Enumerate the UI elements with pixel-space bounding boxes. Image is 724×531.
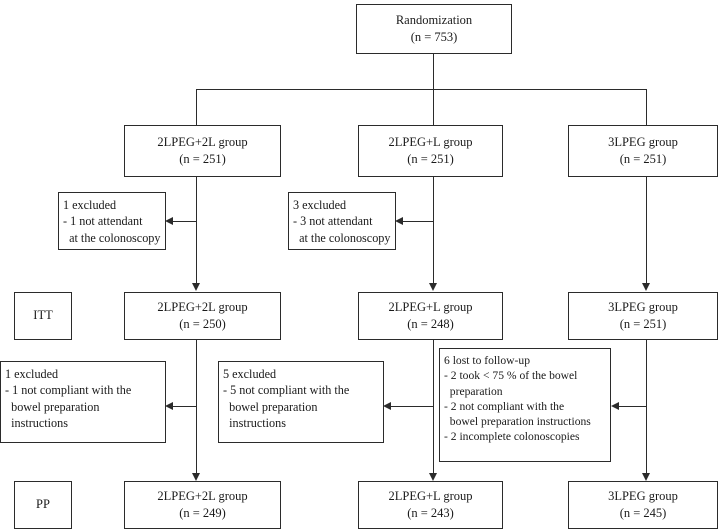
excl-alloc-2lpegl-line3: at the colonoscopy — [293, 230, 391, 245]
pp-2lpegl-line2: (n = 243) — [407, 506, 454, 520]
exclusion-box-pp-2lpegl: 5 excluded - 5 not compliant with the bo… — [218, 361, 384, 443]
connector-alloc-to-itt-middle — [433, 177, 434, 285]
excl-pp-3lpeg-line2: - 2 took < 75 % of the bowel — [444, 369, 578, 383]
arrow-left-excl-alloc-middle — [395, 216, 403, 225]
randomization-line2: (n = 753) — [410, 30, 458, 44]
pp-2lpeg2l-line2: (n = 249) — [179, 506, 226, 520]
itt-3lpeg-line1: 3LPEG group — [608, 299, 678, 314]
connector-excl-pp-middle — [390, 406, 434, 407]
allocation-3lpeg-line2: (n = 251) — [619, 152, 667, 166]
excl-pp-2lpegl-line3: bowel preparation — [223, 399, 318, 414]
row-label-pp-text: PP — [36, 497, 50, 512]
allocation-2lpegl-line1: 2LPEG+L group — [388, 134, 473, 149]
allocation-3lpeg-line1: 3LPEG group — [608, 134, 678, 149]
exclusion-box-alloc-2lpegl: 3 excluded - 3 not attendant at the colo… — [288, 192, 396, 250]
arrow-down-pp-left — [192, 473, 200, 481]
row-label-itt: ITT — [14, 292, 72, 340]
pp-3lpeg-line1: 3LPEG group — [608, 488, 678, 503]
pp-2lpeg2l-line1: 2LPEG+2L group — [157, 488, 248, 503]
excl-pp-2lpeg2l-line4: instructions — [5, 416, 68, 431]
pp-box-3lpeg: 3LPEG group (n = 245) — [568, 481, 718, 529]
excl-pp-3lpeg-line4: - 2 not compliant with the — [444, 399, 565, 413]
itt-3lpeg-line2: (n = 251) — [619, 317, 667, 331]
exclusion-box-alloc-2lpeg2l: 1 excluded - 1 not attendant at the colo… — [58, 192, 166, 250]
itt-box-3lpeg: 3LPEG group (n = 251) — [568, 292, 718, 340]
arrow-left-excl-alloc-left — [165, 216, 173, 225]
connector-excl-alloc-left — [172, 221, 197, 222]
connector-itt-to-pp-middle — [433, 340, 434, 475]
connector-drop-alloc-middle — [433, 89, 434, 125]
pp-2lpegl-line1: 2LPEG+L group — [388, 488, 473, 503]
excl-alloc-2lpegl-line2: - 3 not attendant — [293, 214, 373, 229]
pp-box-2lpegl: 2LPEG+L group (n = 243) — [358, 481, 503, 529]
allocation-2lpeg2l-line1: 2LPEG+2L group — [157, 134, 248, 149]
excl-pp-2lpeg2l-line2: - 1 not compliant with the — [5, 383, 132, 398]
excl-pp-2lpegl-line2: - 5 not compliant with the — [223, 383, 350, 398]
connector-drop-alloc-left — [196, 89, 197, 125]
connector-alloc-to-itt-right — [646, 177, 647, 285]
itt-2lpegl-line1: 2LPEG+L group — [388, 299, 473, 314]
arrow-down-pp-middle — [429, 473, 437, 481]
connector-randomization-trunk — [433, 54, 434, 89]
excl-pp-2lpeg2l-line1: 1 excluded — [5, 367, 59, 381]
excl-pp-3lpeg-line3: preparation — [444, 384, 503, 398]
allocation-2lpeg2l-line2: (n = 251) — [179, 152, 226, 166]
itt-2lpeg2l-line2: (n = 250) — [179, 317, 226, 331]
itt-2lpeg2l-line1: 2LPEG+2L group — [157, 299, 248, 314]
excl-pp-3lpeg-line5: bowel preparation instructions — [444, 415, 591, 429]
pp-3lpeg-line2: (n = 245) — [619, 506, 667, 520]
row-label-itt-text: ITT — [33, 308, 53, 323]
randomization-line1: Randomization — [395, 12, 473, 27]
excl-pp-2lpeg2l-line3: bowel preparation — [5, 399, 100, 414]
excl-pp-2lpegl-line1: 5 excluded — [223, 367, 277, 381]
exclusion-box-pp-2lpeg2l: 1 excluded - 1 not compliant with the bo… — [0, 361, 166, 443]
connector-excl-pp-right — [618, 406, 647, 407]
arrow-down-itt-middle — [429, 283, 437, 291]
connector-alloc-to-itt-left — [196, 177, 197, 285]
connector-drop-alloc-right — [646, 89, 647, 125]
excl-pp-3lpeg-line1: 6 lost to follow-up — [444, 354, 530, 367]
allocation-box-3lpeg: 3LPEG group (n = 251) — [568, 125, 718, 177]
connector-itt-to-pp-right — [646, 340, 647, 475]
excl-pp-2lpegl-line4: instructions — [223, 416, 286, 431]
arrow-left-excl-pp-left — [165, 401, 173, 410]
exclusion-box-pp-3lpeg: 6 lost to follow-up - 2 took < 75 % of t… — [439, 348, 611, 462]
pp-box-2lpeg2l: 2LPEG+2L group (n = 249) — [124, 481, 281, 529]
excl-alloc-2lpeg2l-line1: 1 excluded — [63, 198, 117, 212]
allocation-box-2lpeg2l: 2LPEG+2L group (n = 251) — [124, 125, 281, 177]
excl-alloc-2lpegl-line1: 3 excluded — [293, 198, 347, 212]
arrow-down-itt-left — [192, 283, 200, 291]
row-label-pp: PP — [14, 481, 72, 529]
arrow-left-excl-pp-right — [611, 401, 619, 410]
itt-box-2lpegl: 2LPEG+L group (n = 248) — [358, 292, 503, 340]
excl-pp-3lpeg-line6: - 2 incomplete colonoscopies — [444, 430, 580, 444]
connector-itt-to-pp-left — [196, 340, 197, 475]
arrow-left-excl-pp-middle — [383, 401, 391, 410]
arrow-down-itt-right — [642, 283, 650, 291]
excl-alloc-2lpeg2l-line3: at the colonoscopy — [63, 230, 161, 245]
allocation-box-2lpegl: 2LPEG+L group (n = 251) — [358, 125, 503, 177]
connector-excl-pp-left — [172, 406, 197, 407]
allocation-2lpegl-line2: (n = 251) — [407, 152, 454, 166]
excl-alloc-2lpeg2l-line2: - 1 not attendant — [63, 214, 143, 229]
arrow-down-pp-right — [642, 473, 650, 481]
itt-box-2lpeg2l: 2LPEG+2L group (n = 250) — [124, 292, 281, 340]
itt-2lpegl-line2: (n = 248) — [407, 317, 454, 331]
connector-distributor-bar — [196, 89, 646, 90]
randomization-box: Randomization (n = 753) — [356, 4, 512, 54]
connector-excl-alloc-middle — [402, 221, 434, 222]
